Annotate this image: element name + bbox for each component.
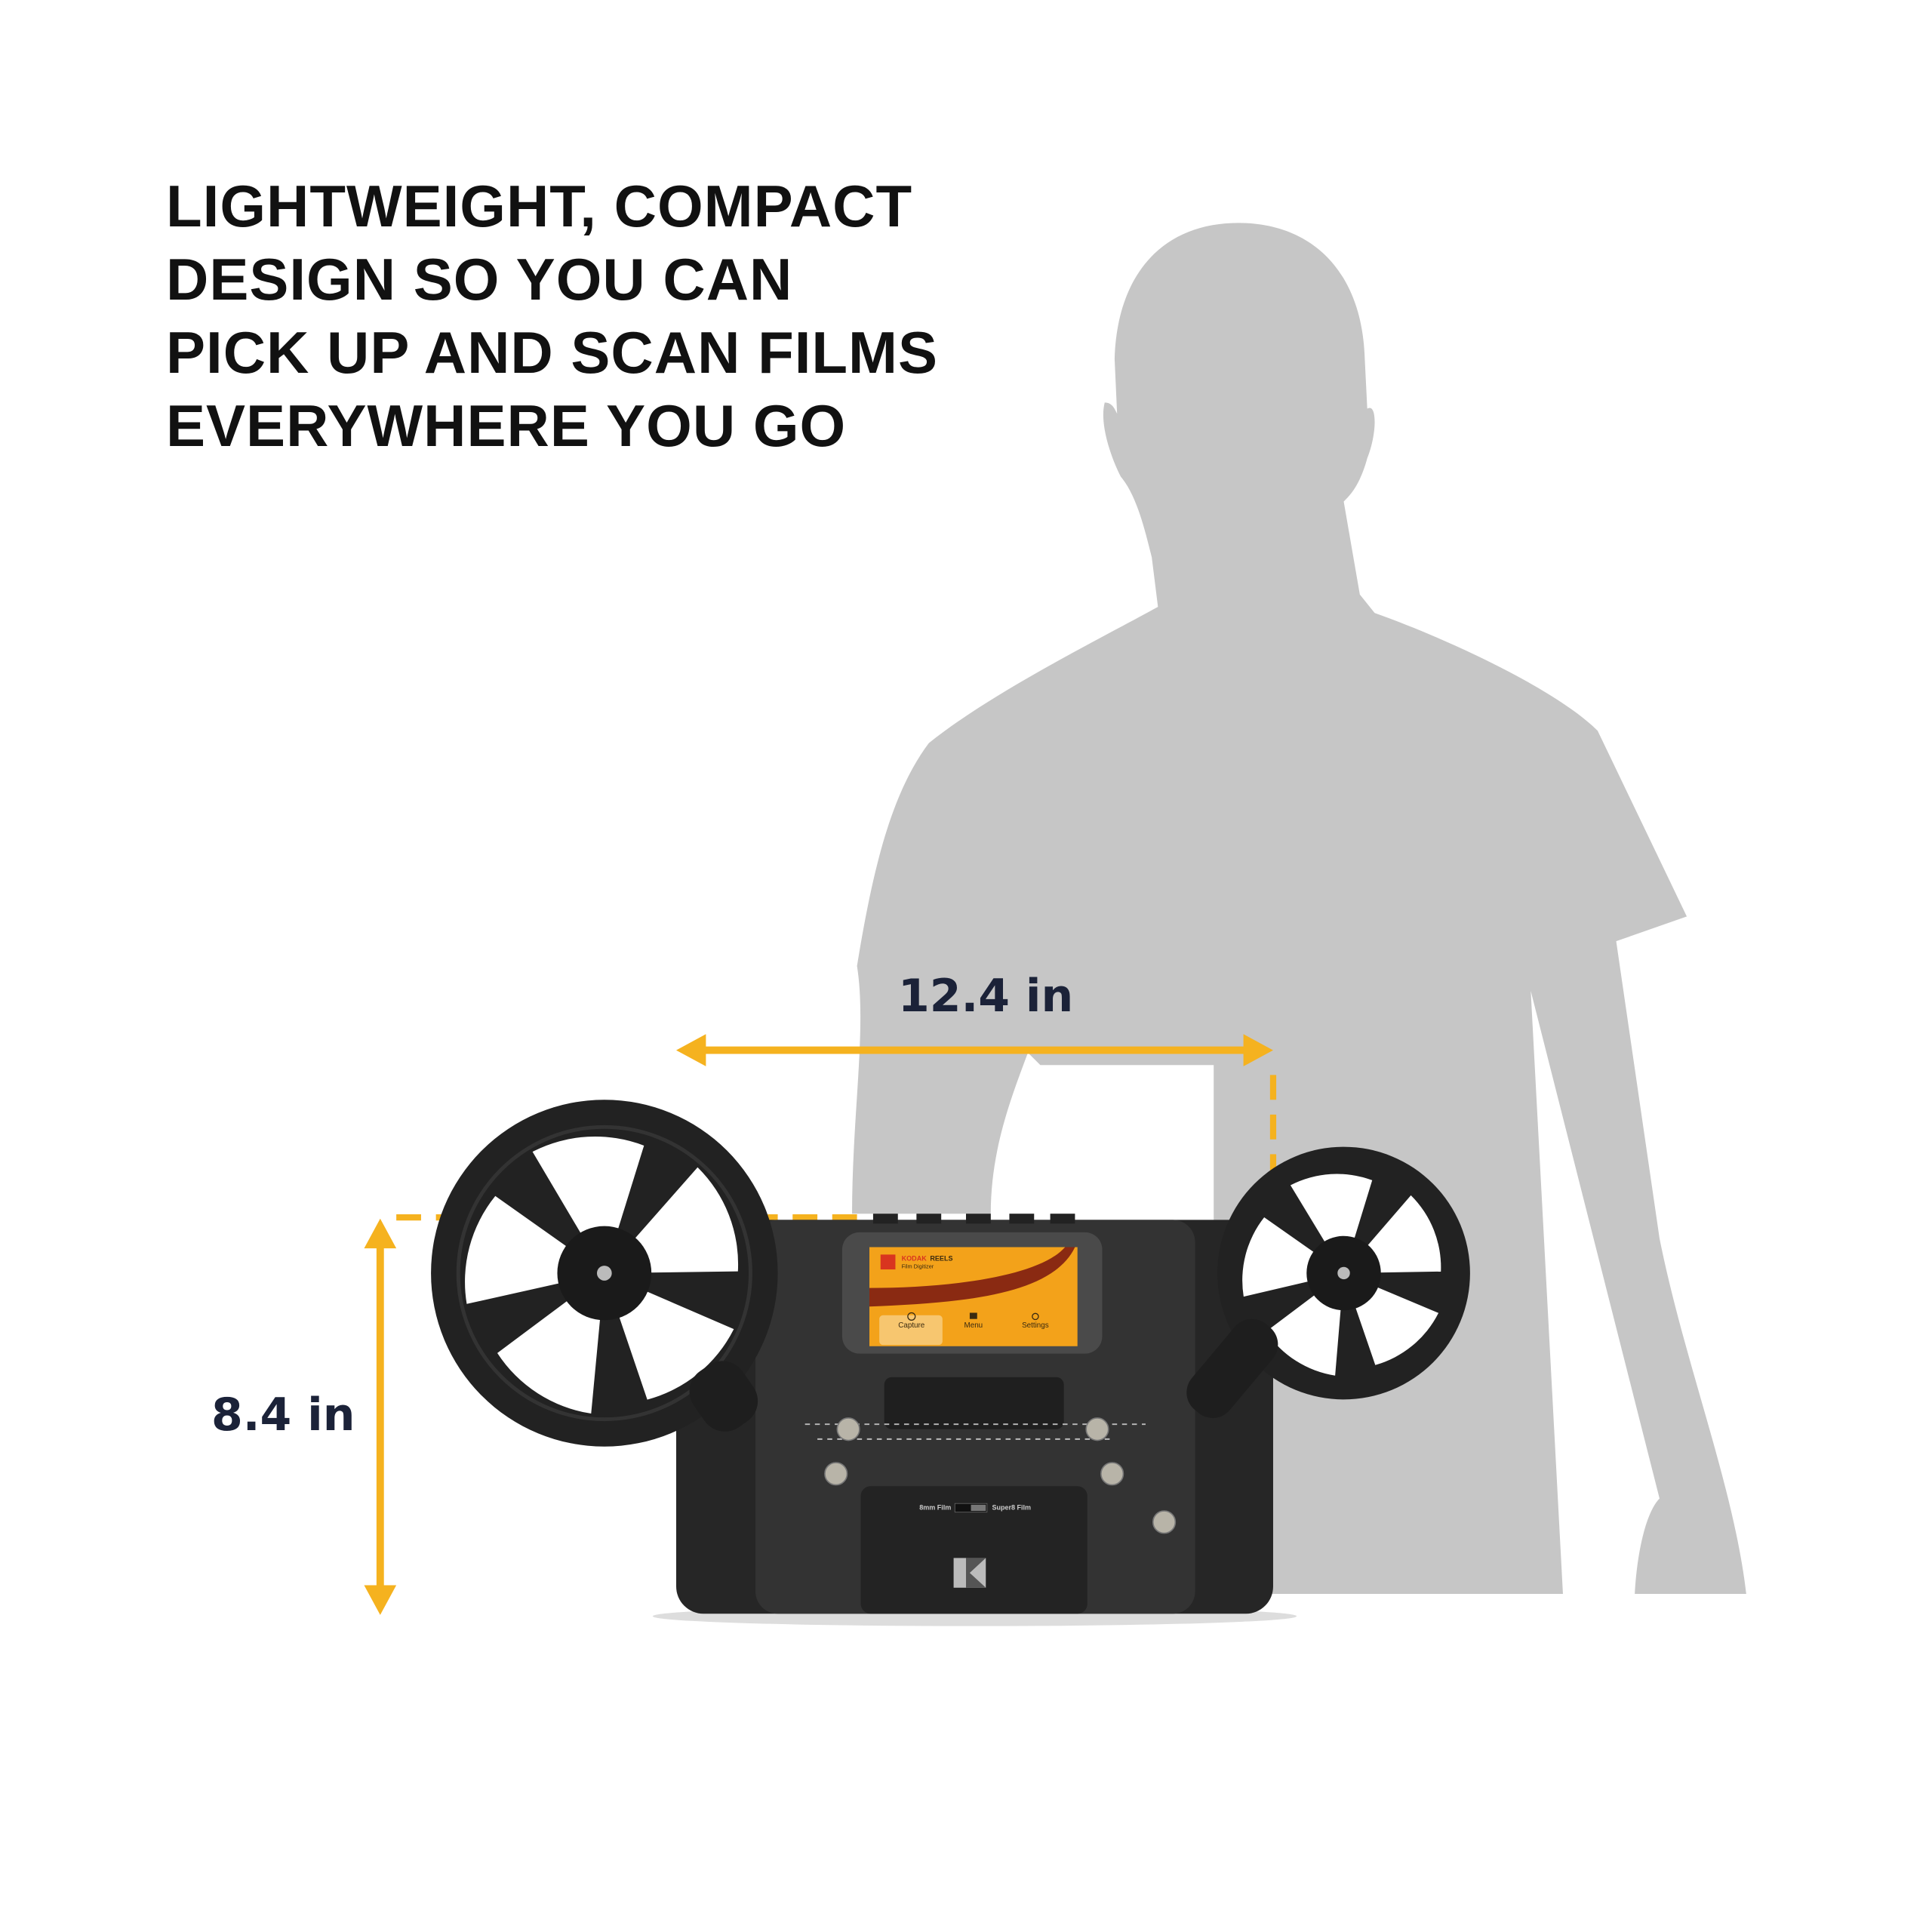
capture-button[interactable]: Capture — [898, 1321, 924, 1330]
headline-line: PICK UP AND SCAN FILMS — [166, 319, 939, 386]
width-label: 12.4 in — [898, 970, 1074, 1023]
kodak-logo — [953, 1558, 986, 1588]
headline-line: DESIGN SO YOU CAN — [166, 246, 793, 312]
film-digitizer-device: KODAK REELS Film Digitizer Capture Menu … — [431, 1100, 1470, 1626]
film-reel-icon — [907, 1312, 916, 1321]
menu-grid-icon — [969, 1312, 977, 1319]
person-silhouette — [852, 223, 1746, 1594]
right-film-reel — [1186, 1146, 1470, 1418]
headline-line: LIGHTWEIGHT, COMPACT — [166, 173, 913, 239]
menu-button[interactable]: Menu — [964, 1321, 983, 1330]
height-label: 8.4 in — [211, 1389, 355, 1441]
switch-label-8mm: 8mm Film — [919, 1503, 951, 1511]
device-touchscreen: KODAK REELS Film Digitizer Capture Menu … — [869, 1247, 1078, 1346]
left-film-reel — [431, 1100, 778, 1447]
headline: LIGHTWEIGHT, COMPACT DESIGN SO YOU CAN P… — [166, 170, 938, 463]
screen-product: REELS — [930, 1255, 952, 1263]
switch-label-super8: Super8 Film — [992, 1503, 1031, 1511]
height-dimension-arrow — [364, 1214, 867, 1615]
gear-icon — [1032, 1312, 1039, 1321]
screen-subtitle: Film Digitizer — [902, 1263, 934, 1269]
settings-button[interactable]: Settings — [1022, 1321, 1049, 1330]
headline-line: EVERYWHERE YOU GO — [166, 392, 847, 459]
screen-brand: KODAK — [902, 1255, 928, 1263]
